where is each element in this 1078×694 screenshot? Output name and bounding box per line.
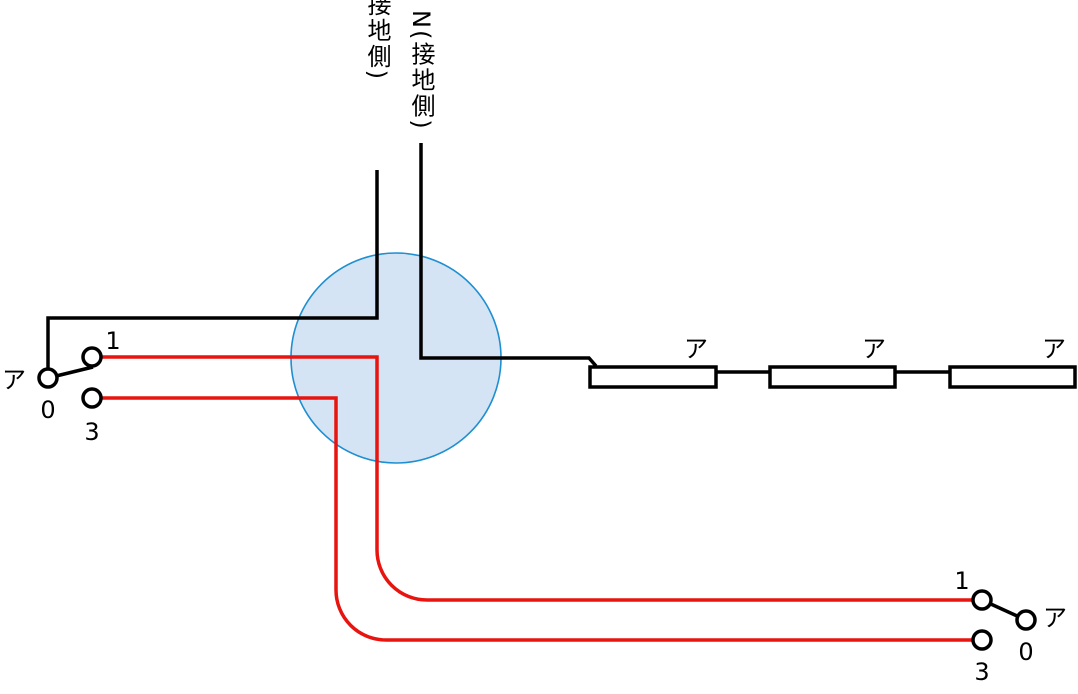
switch-right-terminal-1-label: 1 [954,567,969,595]
lamp-1-label: ア [684,335,708,363]
wire-N-to-lamps [419,143,598,368]
lamp-1: ア [588,335,718,389]
switch-left-terminal-3-label: 3 [84,418,99,446]
switch-left-terminal-0 [37,367,59,389]
wire-L-to-left-switch [46,170,379,376]
switch-right-terminal-0-label: 0 [1018,638,1033,666]
traveler-wire-1 [92,355,982,602]
switch-right-terminal-0 [1015,609,1037,631]
switch-right-terminal-1 [971,589,993,611]
switch-left: ア 0 1 3 [2,327,121,446]
switch-left-terminal-0-label: 0 [40,396,55,424]
lamp-2-label: ア [862,335,886,363]
lamp-2-body [768,365,897,389]
switch-left-terminal-1-label: 1 [105,327,120,355]
switch-left-terminal-1 [81,346,103,368]
lamp-2: ア [768,335,897,389]
switch-left-terminal-3 [81,387,103,409]
lamp-1-body [588,365,718,389]
switch-right-terminal-3 [971,629,993,651]
lamp-3: ア [948,335,1077,389]
switch-right: 1 3 0 ア [954,567,1067,686]
switch-left-common-label: ア [2,366,26,394]
supply-L-label: L(非接地側) [363,0,391,81]
supply-N-label: N(接地側) [407,10,435,131]
lamp-3-body [948,365,1077,389]
traveler-wire-3 [92,396,982,642]
switch-right-common-label: ア [1043,604,1067,632]
switch-right-terminal-3-label: 3 [974,658,989,686]
lamp-3-label: ア [1042,335,1066,363]
